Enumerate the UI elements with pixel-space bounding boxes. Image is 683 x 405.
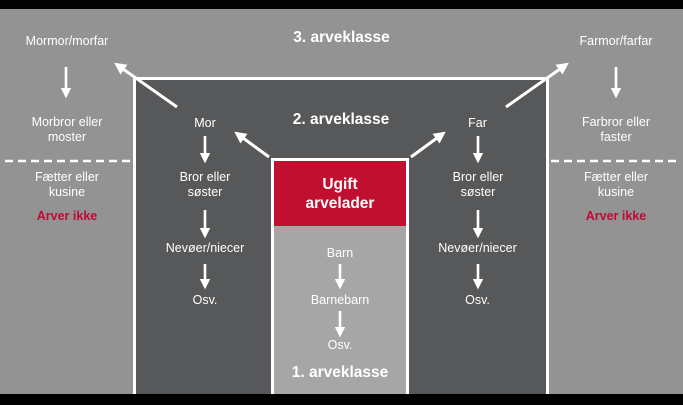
maternal-no-inherit-note: Arver ikke bbox=[36, 209, 98, 223]
maternal-cousins-label: Fætter eller kusine bbox=[35, 170, 99, 199]
deceased-label: Ugift arvelader bbox=[305, 175, 375, 212]
maternal-uncle-aunt-label: Morbror eller moster bbox=[31, 115, 103, 144]
father-label: Far bbox=[468, 116, 487, 130]
paternal-no-inherit-note: Arver ikke bbox=[585, 209, 647, 223]
mother-etc-label: Osv. bbox=[192, 293, 218, 307]
mother-nephews-nieces-label: Nevøer/niecer bbox=[165, 241, 245, 255]
mother-label: Mor bbox=[194, 116, 216, 130]
mother-siblings-label: Bror eller søster bbox=[179, 170, 231, 199]
class-3-heading: 3. arveklasse bbox=[293, 29, 390, 46]
father-etc-label: Osv. bbox=[465, 293, 490, 307]
maternal-grandparents-label: Mormor/morfar bbox=[25, 34, 109, 48]
center-etc-label: Osv. bbox=[327, 338, 353, 352]
paternal-grandparents-label: Farmor/farfar bbox=[579, 34, 653, 48]
class-2-heading: 2. arveklasse bbox=[292, 111, 390, 128]
paternal-cousins-label: Fætter eller kusine bbox=[584, 170, 648, 199]
class-1-heading: 1. arveklasse bbox=[291, 364, 389, 381]
father-nephews-nieces-label: Nevøer/niecer bbox=[438, 241, 517, 255]
first-class-column: Ugift arvelader bbox=[271, 158, 409, 394]
top-black-bar bbox=[0, 0, 683, 9]
father-siblings-label: Bror eller søster bbox=[452, 170, 504, 199]
child-label: Barn bbox=[326, 246, 354, 260]
deceased-box: Ugift arvelader bbox=[274, 161, 406, 226]
bottom-black-bar bbox=[0, 394, 683, 405]
paternal-uncle-aunt-label: Farbror eller faster bbox=[581, 115, 651, 144]
grandchild-label: Barnebarn bbox=[310, 293, 370, 307]
